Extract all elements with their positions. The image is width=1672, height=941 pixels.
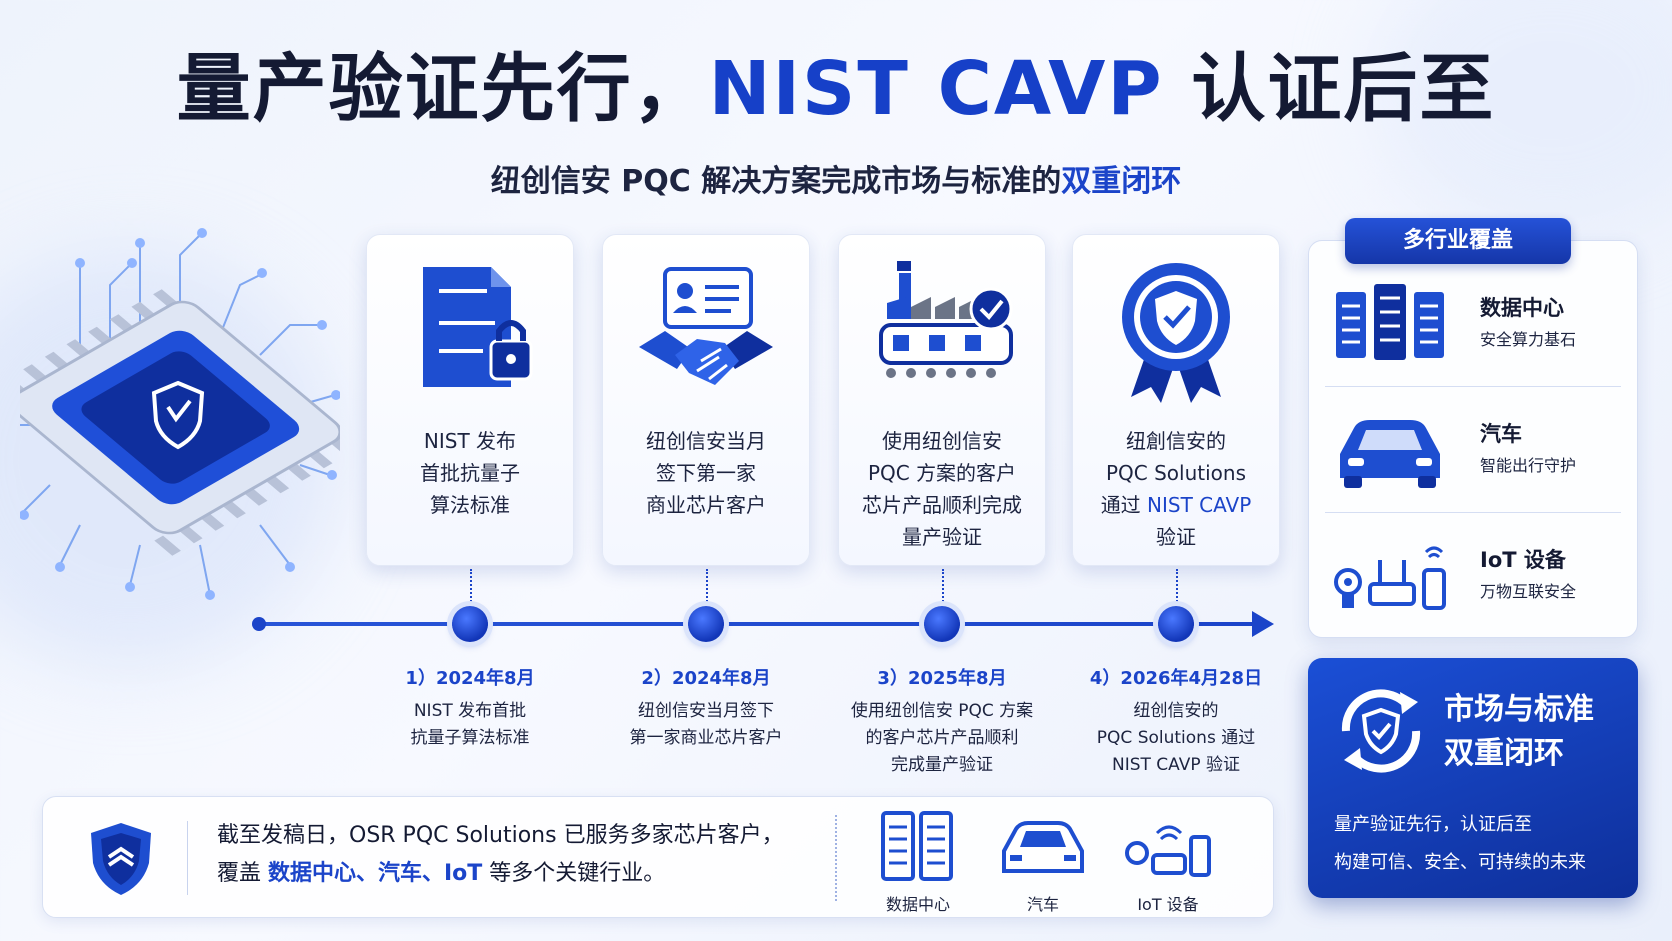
timeline-line: [258, 622, 1260, 626]
cycle-shield-icon: [1326, 676, 1436, 786]
event-date: 2）2024年8月: [641, 668, 771, 689]
mini-industry-automotive: 汽车: [988, 811, 1098, 915]
car-icon: [1002, 821, 1084, 873]
certification-badge-icon: [1073, 257, 1279, 407]
timeline-connector: [706, 569, 708, 605]
card-text: NIST 发布 首批抗量子 算法标准: [420, 429, 520, 517]
event-description: 纽创信安的 PQC Solutions 通过 NIST CAVP 验证: [1096, 701, 1256, 775]
industry-coverage-tag: 多行业覆盖: [1345, 218, 1571, 264]
divider: [1325, 386, 1621, 387]
divider: [1325, 512, 1621, 513]
event-description: NIST 发布首批 抗量子算法标准: [410, 701, 530, 748]
iot-icon: [1125, 825, 1211, 877]
card-text: 纽创信安当月 签下第一家 商业芯片客户: [646, 429, 766, 517]
car-icon: [1330, 404, 1450, 492]
timeline-node-1: [452, 606, 488, 642]
event-date: 3）2025年8月: [877, 668, 1007, 689]
industry-name: IoT 设备: [1480, 548, 1566, 572]
industry-item-automotive: 汽车 智能出行守护: [1320, 394, 1626, 504]
server-rack-icon: [1330, 278, 1450, 366]
page-title: 量产验证先行，NIST CAVP 认证后至: [176, 46, 1496, 132]
industry-name: 汽车: [1480, 422, 1522, 446]
timeline-connector: [470, 569, 472, 605]
timeline-arrow-icon: [1252, 611, 1274, 637]
summary-bar: 截至发稿日，OSR PQC Solutions 已服务多家芯片客户， 覆盖 数据…: [42, 796, 1274, 918]
handshake-contract-icon: [603, 257, 809, 407]
summary-text: 截至发稿日，OSR PQC Solutions 已服务多家芯片客户， 覆盖 数据…: [217, 823, 784, 886]
timeline-start-dot: [252, 617, 266, 631]
timeline-connector: [942, 569, 944, 605]
mini-industry-iot: IoT 设备: [1113, 811, 1223, 915]
event-date: 1）2024年8月: [405, 668, 535, 689]
industry-desc: 万物互联安全: [1480, 582, 1577, 601]
divider: [187, 821, 188, 895]
mini-industry-datacenter: 数据中心: [863, 811, 973, 915]
pqc-chip-illustration: [0, 225, 355, 605]
loop-title: 市场与标准 双重闭环: [1444, 692, 1594, 771]
industry-desc: 安全算力基石: [1480, 330, 1577, 349]
industry-desc: 智能出行守护: [1480, 456, 1577, 475]
industry-item-datacenter: 数据中心 安全算力基石: [1320, 268, 1626, 378]
shield-icon: [81, 819, 161, 899]
factory-production-icon: [839, 257, 1045, 407]
milestone-card-1: NIST 发布 首批抗量子 算法标准: [366, 234, 574, 605]
timeline-connector: [1176, 569, 1178, 605]
dual-loop-panel: 市场与标准 双重闭环 量产验证先行，认证后至 构建可信、安全、可持续的未来: [1308, 658, 1638, 898]
milestone-card-2: 纽创信安当月 签下第一家 商业芯片客户: [602, 234, 810, 605]
divider: [835, 815, 837, 901]
industry-item-iot: IoT 设备 万物互联安全: [1320, 520, 1626, 630]
loop-description: 量产验证先行，认证后至 构建可信、安全、可持续的未来: [1334, 814, 1586, 873]
iot-devices-icon: [1330, 530, 1450, 618]
card-text: 使用纽创信安 PQC 方案的客户 芯片产品顺利完成 量产验证: [862, 429, 1022, 549]
milestone-card-4: 纽創信安的 PQC Solutions 通过 NIST CAVP 验证: [1072, 234, 1280, 605]
milestone-card-3: 使用纽创信安 PQC 方案的客户 芯片产品顺利完成 量产验证: [838, 234, 1046, 605]
event-description: 使用纽创信安 PQC 方案 的客户芯片产品顺利 完成量产验证: [850, 701, 1034, 775]
industry-name: 数据中心: [1480, 296, 1564, 320]
timeline-node-2: [688, 606, 724, 642]
timeline-node-3: [924, 606, 960, 642]
nist-document-lock-icon: [367, 257, 573, 407]
page-subtitle: 纽创信安 PQC 解决方案完成市场与标准的双重闭环: [490, 164, 1182, 199]
server-icon: [881, 811, 953, 881]
card-text: 纽創信安的 PQC Solutions 通过 NIST CAVP 验证: [1100, 429, 1252, 549]
timeline-node-4: [1158, 606, 1194, 642]
event-description: 纽创信安当月签下 第一家商业芯片客户: [629, 701, 783, 748]
event-date: 4）2026年4月28日: [1089, 668, 1263, 689]
